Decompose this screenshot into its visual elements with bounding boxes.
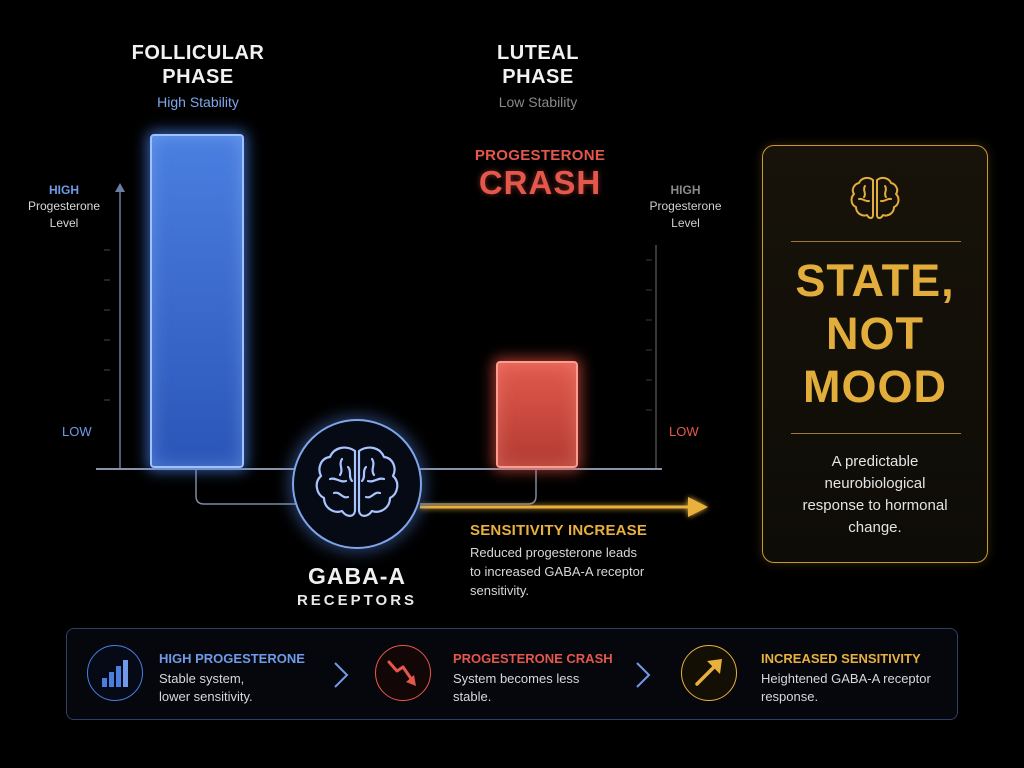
right-axis-high-label: HIGH Progesterone Level	[638, 183, 733, 232]
gaba-receptor-node	[292, 419, 422, 549]
luteal-title-line1: LUTEAL	[497, 42, 579, 64]
luteal-progesterone-bar	[496, 361, 578, 468]
summary-icon-circle-2	[375, 645, 431, 701]
brain-icon	[850, 176, 900, 219]
left-axis-label-line1: Progesterone	[27, 199, 101, 213]
left-bracket	[195, 470, 300, 505]
follicular-progesterone-bar	[150, 134, 244, 468]
sensitivity-body-line2: to increased GABA-A receptor	[470, 564, 645, 579]
card-body-line2: neurobiological	[824, 475, 926, 492]
gaba-label-line2: RECEPTORS	[296, 592, 418, 609]
summary-item-2: PROGESTERONE CRASH System becomes less s…	[453, 651, 643, 706]
luteal-subtitle: Low Stability	[498, 94, 578, 110]
right-axis-low: LOW	[669, 424, 699, 439]
down-trend-icon	[387, 660, 416, 686]
summary-icon-circle-3	[681, 645, 737, 701]
left-axis-arrowhead	[115, 183, 125, 192]
left-axis-high-label: HIGH Progesterone Level	[18, 183, 110, 232]
right-axis-ticks	[646, 259, 652, 411]
card-headline-line2: NOT	[826, 308, 924, 359]
sensitivity-title: SENSITIVITY INCREASE	[470, 522, 648, 539]
luteal-title-line2: PHASE	[502, 66, 574, 88]
follicular-title-line2: PHASE	[162, 66, 234, 88]
chevron-right-icon	[636, 662, 651, 688]
sensitivity-arrow	[420, 497, 708, 517]
chevron-right-icon	[334, 662, 349, 688]
summary-title-2: PROGESTERONE CRASH	[453, 651, 613, 666]
card-body-line3: response to hormonal	[802, 497, 948, 514]
summary-title-3: INCREASED SENSITIVITY	[761, 651, 921, 666]
left-axis-low: LOW	[62, 424, 92, 439]
sensitivity-increase-text: SENSITIVITY INCREASE Reduced progesteron…	[470, 522, 730, 600]
left-axis-high: HIGH	[49, 183, 79, 197]
sensitivity-body-line3: sensitivity.	[470, 583, 529, 598]
card-body-line1: A predictable	[831, 453, 919, 470]
right-bracket	[420, 470, 537, 505]
gaba-label-line1: GABA-A	[308, 563, 406, 589]
crash-label-line1: PROGESTERONE	[474, 147, 606, 164]
progesterone-crash-label: PROGESTERONE CRASH	[440, 147, 640, 202]
luteal-phase-title: LUTEAL PHASE Low Stability	[458, 41, 618, 110]
bar-chart-icon	[102, 660, 128, 687]
card-top-divider	[791, 241, 961, 242]
summary-item-3: INCREASED SENSITIVITY Heightened GABA-A …	[761, 651, 951, 706]
summary-line2-1: lower sensitivity.	[159, 689, 253, 704]
summary-line2-3: response.	[761, 689, 819, 704]
card-brain-icon-wrap	[847, 174, 903, 231]
summary-icon-circle-1	[87, 645, 143, 701]
card-body-line4: change.	[848, 519, 902, 536]
follicular-phase-title: FOLLICULAR PHASE High Stability	[118, 41, 278, 110]
state-not-mood-card: STATE, NOT MOOD A predictable neurobiolo…	[762, 145, 988, 563]
brain-icon	[315, 446, 399, 517]
card-bottom-divider	[791, 433, 961, 434]
summary-panel: HIGH PROGESTERONE Stable system, lower s…	[66, 628, 958, 720]
right-axis-high: HIGH	[670, 183, 701, 197]
sensitivity-body-line1: Reduced progesterone leads	[470, 545, 637, 560]
up-arrow-icon	[695, 659, 722, 686]
summary-title-1: HIGH PROGESTERONE	[159, 651, 305, 666]
left-axis-label-line2: Level	[49, 216, 79, 230]
follicular-subtitle: High Stability	[157, 94, 239, 110]
card-headline-line3: MOOD	[803, 361, 947, 412]
gaba-receptor-label: GABA-A RECEPTORS	[262, 563, 452, 609]
card-headline: STATE, NOT MOOD	[763, 254, 987, 413]
crash-label-line2: CRASH	[478, 164, 602, 201]
right-axis-label-line2: Level	[671, 216, 700, 230]
follicular-title-line1: FOLLICULAR	[131, 42, 265, 64]
summary-line1-2: System becomes less	[453, 671, 580, 686]
summary-line1-3: Heightened GABA-A receptor	[761, 671, 931, 686]
left-axis-ticks	[104, 249, 110, 401]
card-headline-line1: STATE,	[795, 255, 955, 306]
summary-item-1: HIGH PROGESTERONE Stable system, lower s…	[159, 651, 339, 706]
card-description: A predictable neurobiological response t…	[763, 451, 987, 539]
summary-line2-2: stable.	[453, 689, 492, 704]
summary-line1-1: Stable system,	[159, 671, 245, 686]
right-axis-label-line1: Progesterone	[649, 199, 722, 213]
